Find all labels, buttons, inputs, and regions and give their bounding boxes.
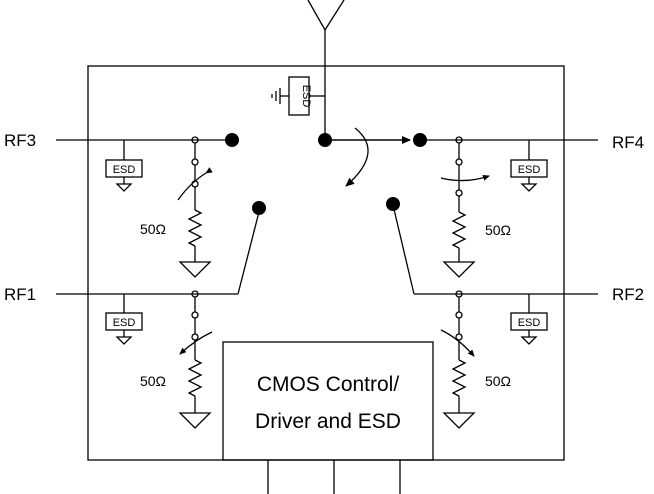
cmos-control-block: CMOS Control/ Driver and ESD [222, 341, 434, 494]
esd-block-rf1: ESD [105, 294, 143, 345]
chip-outline [87, 65, 565, 461]
rf1-switch-arm [237, 207, 261, 295]
port-label-rf3: RF3 [4, 131, 36, 150]
resistor-label-rf4: 50Ω [485, 222, 511, 238]
rf2-switch-contact [386, 197, 400, 211]
rf1-switch-contact [252, 201, 266, 215]
resistor-label-rf3: 50Ω [140, 221, 166, 237]
control-line-2: Driver and ESD [255, 410, 401, 433]
resistor-label-rf2: 50Ω [485, 373, 511, 389]
esd-block-rf4: ESD [510, 140, 548, 192]
shunt-rf2 [440, 290, 476, 429]
esd-block-antenna: ESD [271, 76, 325, 116]
esd-label: ESD [518, 317, 541, 329]
esd-label: ESD [300, 85, 312, 108]
esd-label: ESD [113, 164, 136, 176]
shunt-rf3 [177, 136, 213, 278]
port-label-rf1: RF1 [4, 285, 36, 304]
resistor-label-rf1: 50Ω [140, 373, 166, 389]
esd-label: ESD [113, 317, 136, 329]
switch-pole [318, 127, 411, 187]
antenna-icon [307, 0, 345, 140]
ground-icon [271, 88, 281, 104]
esd-block-rf2: ESD [510, 294, 548, 345]
port-label-rf4: RF4 [612, 133, 644, 152]
rf4-switch-contact [413, 133, 427, 147]
shunt-rf1 [178, 290, 213, 429]
port-label-rf2: RF2 [612, 285, 644, 304]
control-line-1: CMOS Control/ [257, 373, 400, 396]
shunt-rf4 [440, 136, 490, 278]
rf2-switch-arm [392, 204, 415, 295]
rf3-switch-contact [225, 133, 239, 147]
esd-block-rf3: ESD [105, 140, 143, 192]
esd-label: ESD [518, 164, 541, 176]
